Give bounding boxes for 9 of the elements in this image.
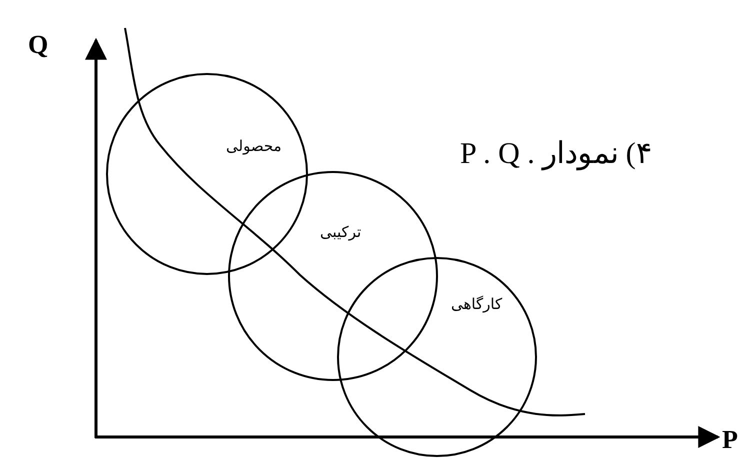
- circle-label: ترکیبی: [320, 223, 362, 241]
- circle-label: کارگاهی: [451, 295, 502, 313]
- chart-title: ۴) نمودار . P . Q: [460, 136, 652, 171]
- axis-label: Q: [28, 30, 48, 60]
- circle: [337, 257, 537, 457]
- axis-label: P: [722, 425, 738, 455]
- circle-label: محصولی: [226, 137, 282, 155]
- circle: [228, 171, 438, 381]
- circle: [106, 73, 308, 275]
